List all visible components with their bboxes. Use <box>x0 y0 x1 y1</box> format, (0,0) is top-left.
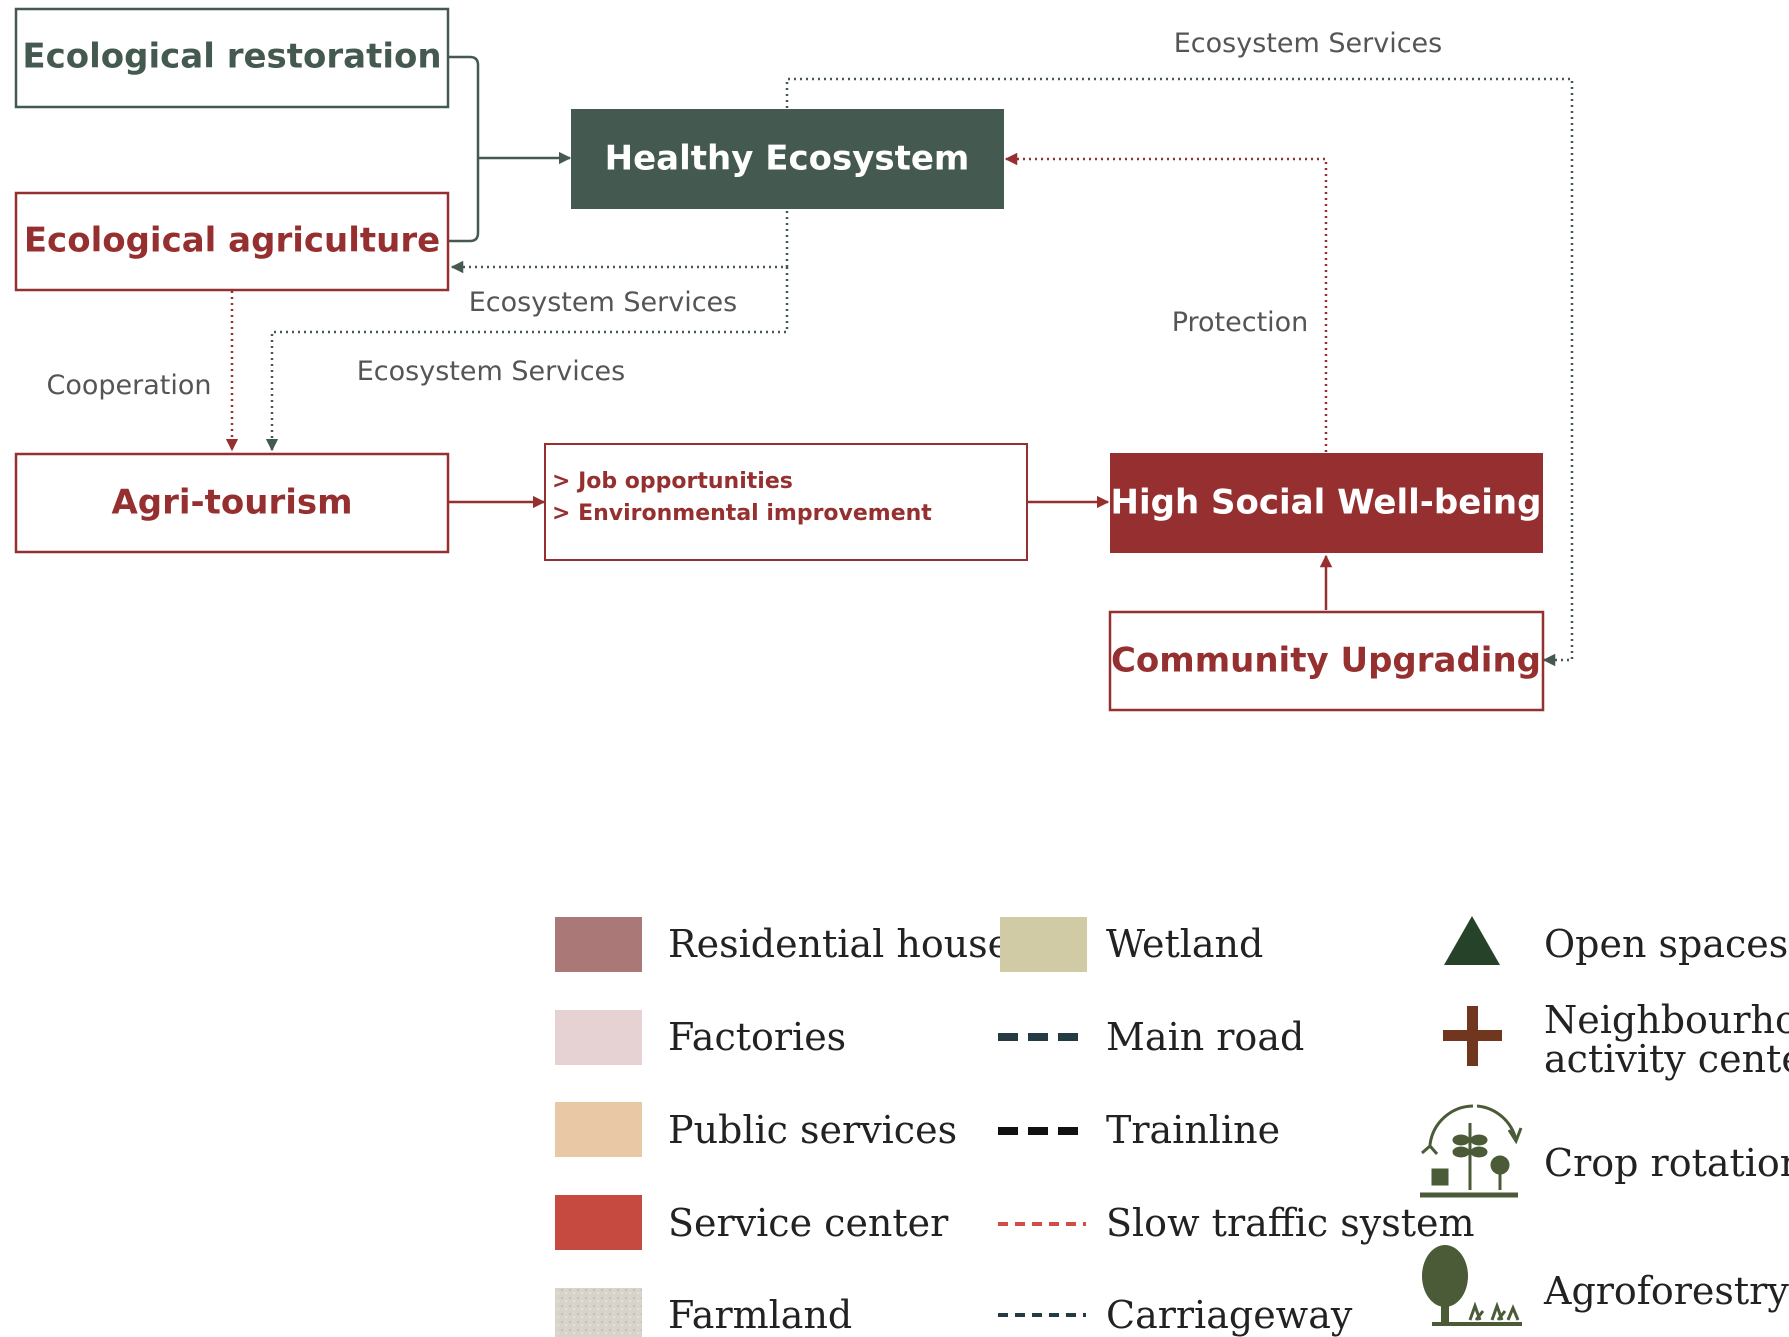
node-ecological-restoration: Ecological restoration <box>14 7 450 109</box>
legend-label-carriageway: Carriageway <box>1106 1293 1353 1337</box>
legend-label-factories: Factories <box>668 1015 846 1059</box>
legend-swatch-public-services <box>555 1102 642 1157</box>
triangle-icon <box>1444 916 1500 965</box>
legend-label-farmland: Farmland <box>668 1293 852 1337</box>
node-outcomes: > Job opportunities > Environmental impr… <box>544 443 1028 561</box>
edge-label-ecosystem-services-low: Ecosystem Services <box>357 356 625 387</box>
legend-label-public-services: Public services <box>668 1108 957 1152</box>
node-community-upgrading: Community Upgrading <box>1108 610 1545 712</box>
node-ecological-agriculture-label: Ecological agriculture <box>24 221 440 261</box>
outcome-environmental-improvement: > Environmental improvement <box>552 501 932 526</box>
legend-label-slow-traffic: Slow traffic system <box>1106 1201 1475 1245</box>
legend-label-activity-center: activity center <box>1544 1037 1789 1081</box>
node-high-social-wellbeing-label: High Social Well-being <box>1111 483 1542 523</box>
legend-label-service-center: Service center <box>668 1201 949 1245</box>
legend-label-residential-houses: Residential houses <box>668 922 1030 966</box>
cross-icon <box>1443 1006 1502 1066</box>
node-ecological-restoration-label: Ecological restoration <box>22 37 441 77</box>
wellbeing-to-ecosystem-arrow <box>1004 152 1328 452</box>
node-high-social-wellbeing: High Social Well-being <box>1110 453 1543 553</box>
node-ecological-agriculture: Ecological agriculture <box>14 191 450 292</box>
legend-swatch-factories <box>555 1010 642 1065</box>
node-healthy-ecosystem: Healthy Ecosystem <box>571 109 1004 209</box>
legend-label-wetland: Wetland <box>1106 922 1263 966</box>
legend-swatch-service-center <box>555 1195 642 1250</box>
legend: Residential houses Factories Public serv… <box>555 916 1789 1337</box>
ecosystem-to-agriculture-arrow <box>450 211 789 274</box>
node-agri-tourism: Agri-tourism <box>14 452 450 554</box>
edge-label-ecosystem-services-top: Ecosystem Services <box>1174 28 1442 59</box>
legend-swatch-farmland <box>555 1288 642 1337</box>
ecosystem-to-community-arrow <box>785 77 1574 667</box>
legend-label-open-spaces: Open spaces <box>1544 922 1788 966</box>
node-agri-tourism-label: Agri-tourism <box>111 483 352 523</box>
legend-swatch-wetland <box>1000 917 1087 972</box>
outcome-job-opportunities: > Job opportunities <box>552 469 793 494</box>
tree-icon <box>1422 1245 1522 1326</box>
legend-label-agroforestry: Agroforestry <box>1543 1269 1789 1313</box>
node-healthy-ecosystem-label: Healthy Ecosystem <box>605 139 970 179</box>
node-community-upgrading-label: Community Upgrading <box>1111 641 1541 681</box>
legend-label-trainline: Trainline <box>1106 1108 1280 1152</box>
legend-label-main-road: Main road <box>1106 1015 1304 1059</box>
legend-swatch-residential-houses <box>555 917 642 972</box>
edge-label-ecosystem-services-mid: Ecosystem Services <box>469 287 737 318</box>
restoration-to-ecosystem-connector <box>449 55 480 243</box>
edge-label-protection: Protection <box>1172 307 1309 338</box>
crop-rotation-icon <box>1420 1104 1523 1198</box>
legend-label-neighbourhood: Neighbourhood <box>1544 998 1789 1042</box>
connectors <box>225 55 1574 667</box>
legend-label-crop-rotation: Crop rotation <box>1544 1141 1789 1185</box>
edge-label-cooperation: Cooperation <box>46 370 211 401</box>
